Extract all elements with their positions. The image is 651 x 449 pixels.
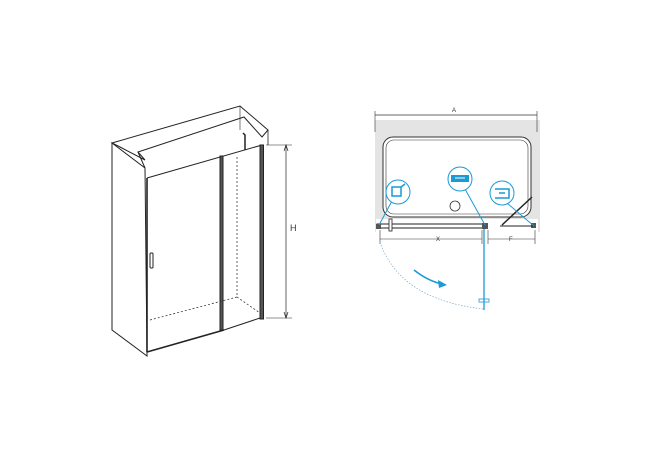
- door-bottom-edge: [146, 329, 225, 353]
- drain-icon: [449, 200, 461, 212]
- left-wall: [111, 141, 148, 358]
- perspective-view: [110, 105, 292, 358]
- wall-top: [110, 105, 269, 161]
- wall-edge: [137, 151, 146, 169]
- door-width-label: X: [436, 237, 440, 243]
- door-handle-icon: [149, 252, 154, 269]
- fixed-panel-label: F: [509, 237, 513, 243]
- stabilizer-bracket: [242, 132, 246, 150]
- door-hinge-profile: [219, 155, 224, 331]
- height-label: H: [290, 223, 297, 233]
- plan-view: X F: [374, 111, 540, 310]
- wall-profile: [259, 144, 264, 320]
- door-top-edge: [146, 144, 263, 179]
- swing-arrow-icon: [413, 269, 443, 285]
- hinge-detail-icon: [385, 179, 411, 205]
- door-swing-arc: [379, 241, 485, 310]
- door-rail: [376, 223, 486, 229]
- width-label: A: [452, 108, 456, 114]
